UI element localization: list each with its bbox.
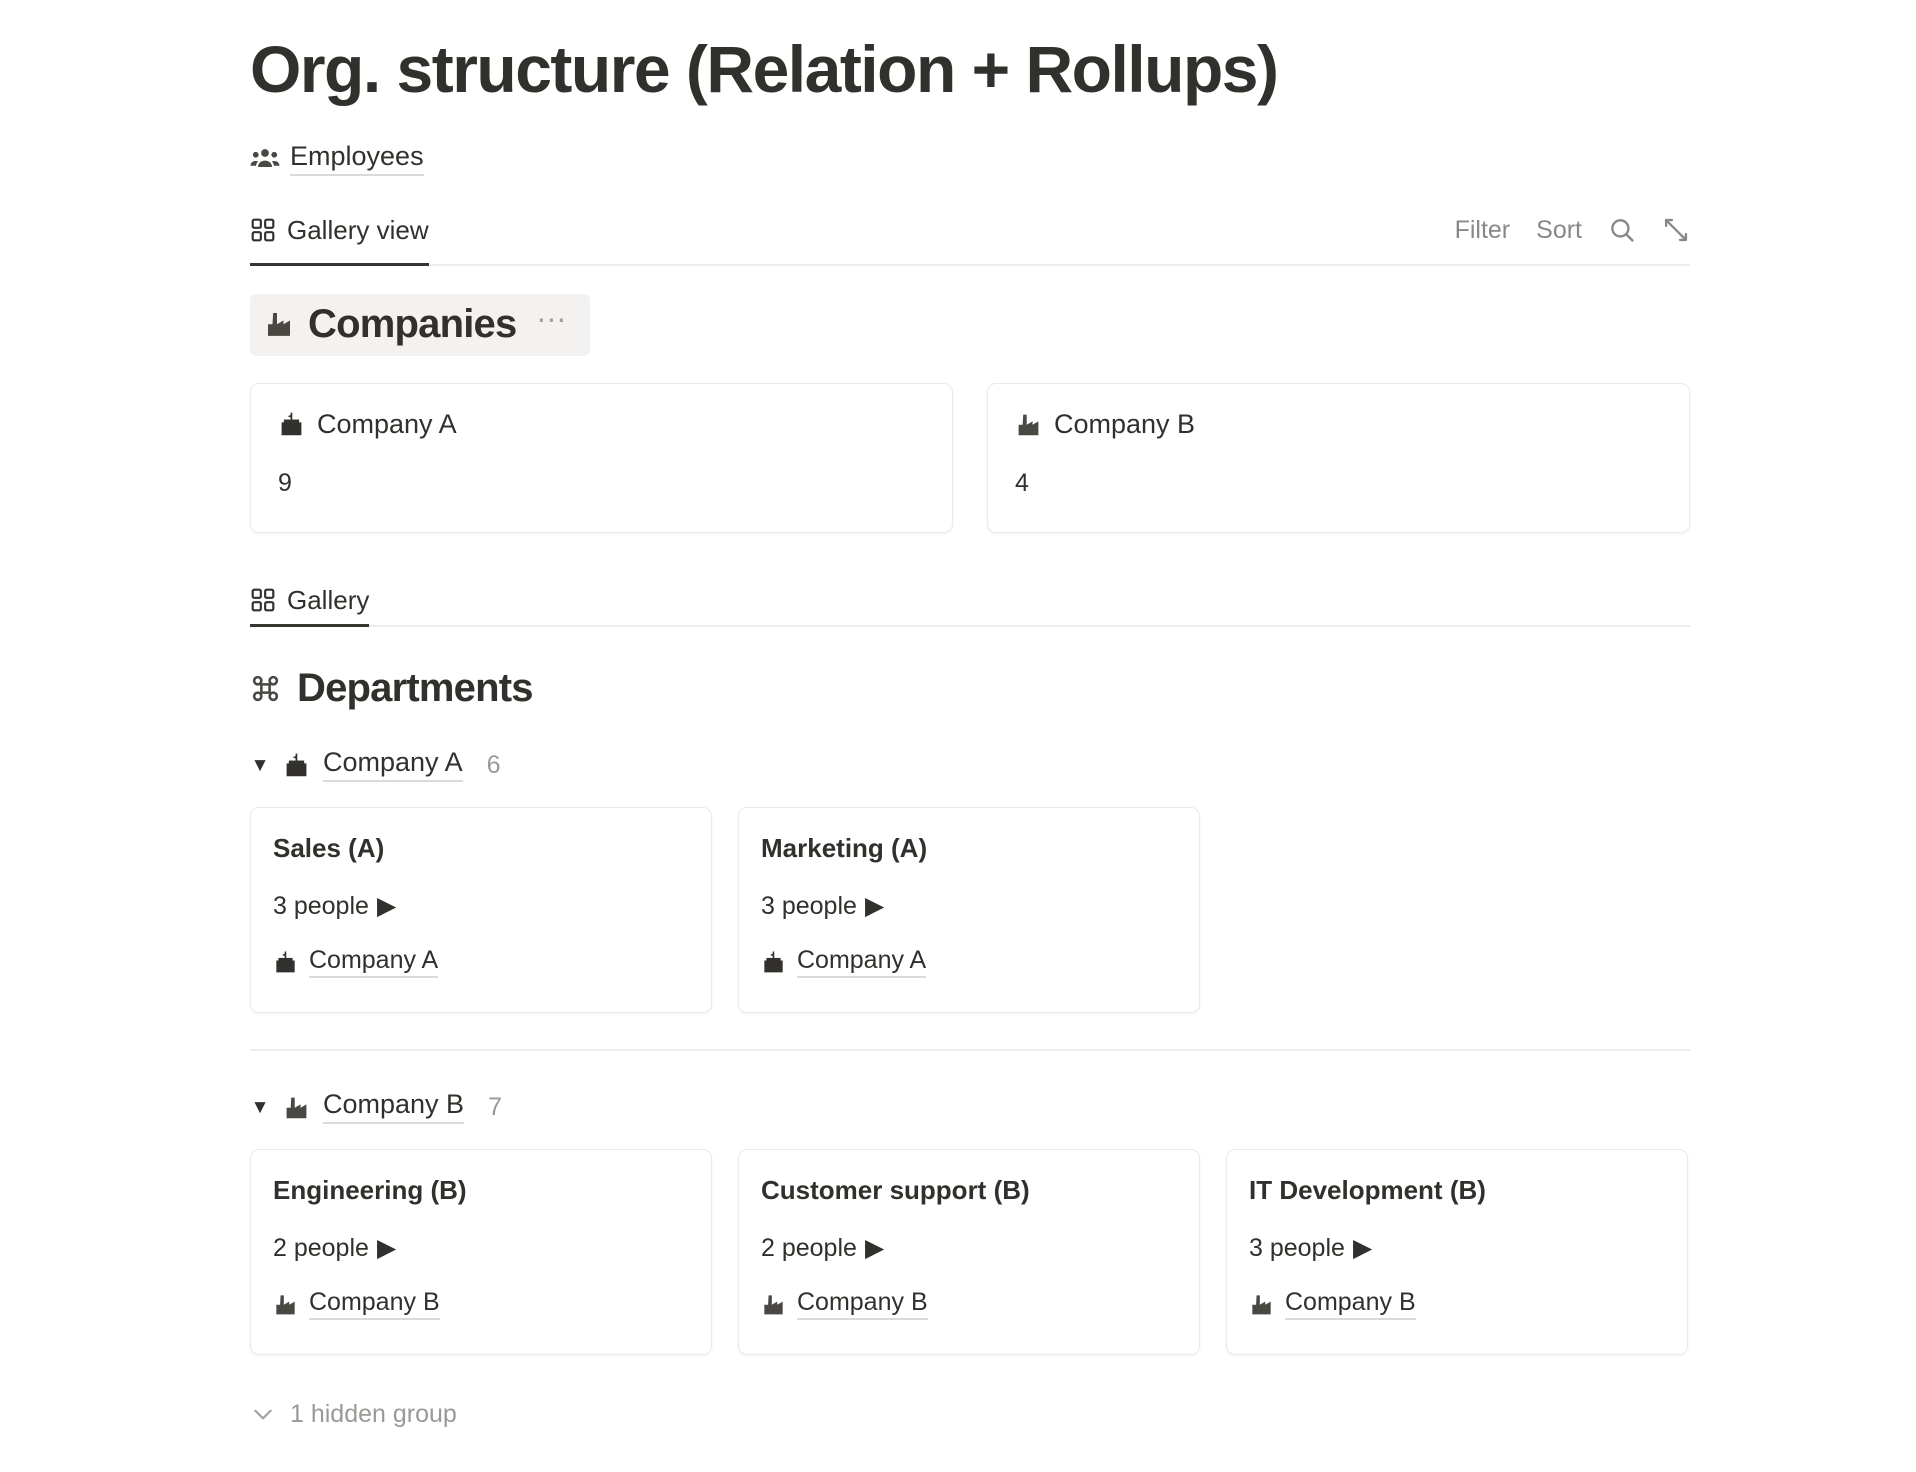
company-card[interactable]: Company B 4 — [987, 383, 1690, 533]
people-expand-arrow-icon: ▶ — [376, 891, 397, 920]
people-count-label: 2 people — [273, 1233, 369, 1262]
view-tab-group: Gallery view — [250, 208, 429, 266]
relation-label: Company A — [309, 946, 439, 979]
tab-gallery-view-label: Gallery view — [287, 215, 429, 245]
company-card-title-row: Company A — [278, 409, 925, 440]
command-icon — [250, 673, 281, 704]
company-card-count: 4 — [1015, 468, 1029, 497]
group-cards-row: Sales (A) 3 people ▶ Com — [250, 807, 1690, 1013]
collapse-caret-icon[interactable]: ▼ — [250, 754, 270, 776]
company-card-count: 9 — [278, 468, 292, 497]
department-card-relation[interactable]: Company B — [1249, 1288, 1663, 1321]
companies-db-header[interactable]: Companies ⋯ — [250, 294, 591, 356]
department-card-people[interactable]: 3 people ▶ — [273, 891, 687, 920]
factory-icon — [283, 1094, 310, 1121]
breadcrumb[interactable]: Employees — [250, 141, 1690, 177]
group-count: 7 — [488, 1092, 502, 1121]
department-card-title: Marketing (A) — [761, 833, 928, 863]
department-card-people[interactable]: 3 people ▶ — [761, 891, 1175, 920]
chevron-down-icon — [250, 1401, 276, 1427]
group-header[interactable]: ▼ Company A 6 — [250, 745, 1690, 785]
page-content: Org. structure (Relation + Rollups) Empl… — [250, 0, 1690, 1427]
expand-diagonal-icon[interactable] — [1662, 216, 1690, 244]
factory-icon — [273, 1292, 298, 1317]
factory-icon — [1249, 1292, 1274, 1317]
group-name: Company B — [323, 1089, 465, 1124]
department-card[interactable]: Marketing (A) 3 people ▶ — [738, 807, 1200, 1013]
departments-heading: Departments — [250, 667, 1690, 709]
department-card-relation[interactable]: Company A — [273, 946, 687, 979]
group-name: Company A — [323, 747, 463, 782]
people-expand-arrow-icon: ▶ — [1352, 1233, 1373, 1262]
view-toolbar: Gallery view Filter Sort — [250, 208, 1690, 266]
gallery-grid-icon — [250, 217, 276, 243]
department-card-title: Customer support (B) — [761, 1175, 1030, 1205]
department-group: ▼ Company A 6 Sales (A) 3 people ▶ — [250, 745, 1690, 1013]
department-card-people[interactable]: 3 people ▶ — [1249, 1233, 1663, 1262]
school-building-icon — [278, 411, 305, 438]
department-card-title: IT Development (B) — [1249, 1175, 1486, 1205]
collapse-caret-icon[interactable]: ▼ — [250, 1096, 270, 1118]
people-group-icon — [250, 144, 280, 174]
company-card-name: Company B — [1054, 409, 1196, 439]
tab-gallery-label: Gallery — [287, 585, 370, 615]
factory-icon — [264, 309, 294, 339]
department-card-people[interactable]: 2 people ▶ — [761, 1233, 1175, 1262]
people-expand-arrow-icon: ▶ — [376, 1233, 397, 1262]
people-expand-arrow-icon: ▶ — [864, 891, 885, 920]
group-count: 6 — [486, 750, 501, 779]
department-card[interactable]: IT Development (B) 3 people ▶ Company B — [1226, 1149, 1688, 1355]
company-card-title-row: Company B — [1015, 409, 1662, 440]
breadcrumb-label: Employees — [290, 141, 424, 177]
people-expand-arrow-icon: ▶ — [864, 1233, 885, 1262]
school-building-icon — [273, 950, 298, 975]
people-count-label: 3 people — [1249, 1233, 1345, 1262]
hidden-group-label: 1 hidden group — [290, 1399, 457, 1428]
sort-button[interactable]: Sort — [1536, 215, 1582, 244]
departments-title: Departments — [297, 666, 534, 710]
relation-label: Company B — [797, 1288, 928, 1321]
department-card-relation[interactable]: Company A — [761, 946, 1175, 979]
department-card-title: Sales (A) — [273, 833, 385, 863]
school-building-icon — [283, 752, 310, 779]
department-card-people[interactable]: 2 people ▶ — [273, 1233, 687, 1262]
companies-card-row: Company A 9 Company B 4 — [250, 383, 1690, 533]
relation-label: Company B — [1285, 1288, 1416, 1321]
page-title: Org. structure (Relation + Rollups) — [250, 32, 1279, 106]
company-card-name: Company A — [317, 409, 457, 439]
department-card-relation[interactable]: Company B — [273, 1288, 687, 1321]
factory-icon — [761, 1292, 786, 1317]
group-header[interactable]: ▼ Company B 7 — [250, 1087, 1690, 1127]
people-count-label: 2 people — [761, 1233, 857, 1262]
group-cards-row: Engineering (B) 2 people ▶ Company B — [250, 1149, 1690, 1355]
tab-gallery-view[interactable]: Gallery view — [250, 208, 429, 266]
ellipsis-icon[interactable]: ⋯ — [536, 303, 569, 337]
department-card-title: Engineering (B) — [273, 1175, 467, 1205]
hidden-group-toggle[interactable]: 1 hidden group — [250, 1401, 1690, 1427]
company-card[interactable]: Company A 9 — [250, 383, 953, 533]
department-card-relation[interactable]: Company B — [761, 1288, 1175, 1321]
gallery-subtab-bar: Gallery — [250, 571, 1690, 627]
people-count-label: 3 people — [761, 891, 857, 920]
relation-label: Company B — [309, 1288, 440, 1321]
gallery-grid-icon — [250, 587, 276, 613]
department-card[interactable]: Sales (A) 3 people ▶ Com — [250, 807, 712, 1013]
department-group: ▼ Company B 7 Engineering (B) 2 people ▶ — [250, 1087, 1690, 1355]
companies-db-title: Companies — [308, 302, 517, 346]
department-card[interactable]: Engineering (B) 2 people ▶ Company B — [250, 1149, 712, 1355]
toolbar-actions: Filter Sort — [1455, 216, 1690, 256]
relation-label: Company A — [797, 946, 927, 979]
filter-button[interactable]: Filter — [1454, 215, 1511, 244]
school-building-icon — [761, 950, 786, 975]
department-card[interactable]: Customer support (B) 2 people ▶ Company … — [738, 1149, 1200, 1355]
group-divider — [250, 1049, 1690, 1051]
search-icon[interactable] — [1608, 216, 1636, 244]
tab-gallery[interactable]: Gallery — [250, 585, 370, 627]
people-count-label: 3 people — [273, 891, 369, 920]
factory-icon — [1015, 411, 1042, 438]
